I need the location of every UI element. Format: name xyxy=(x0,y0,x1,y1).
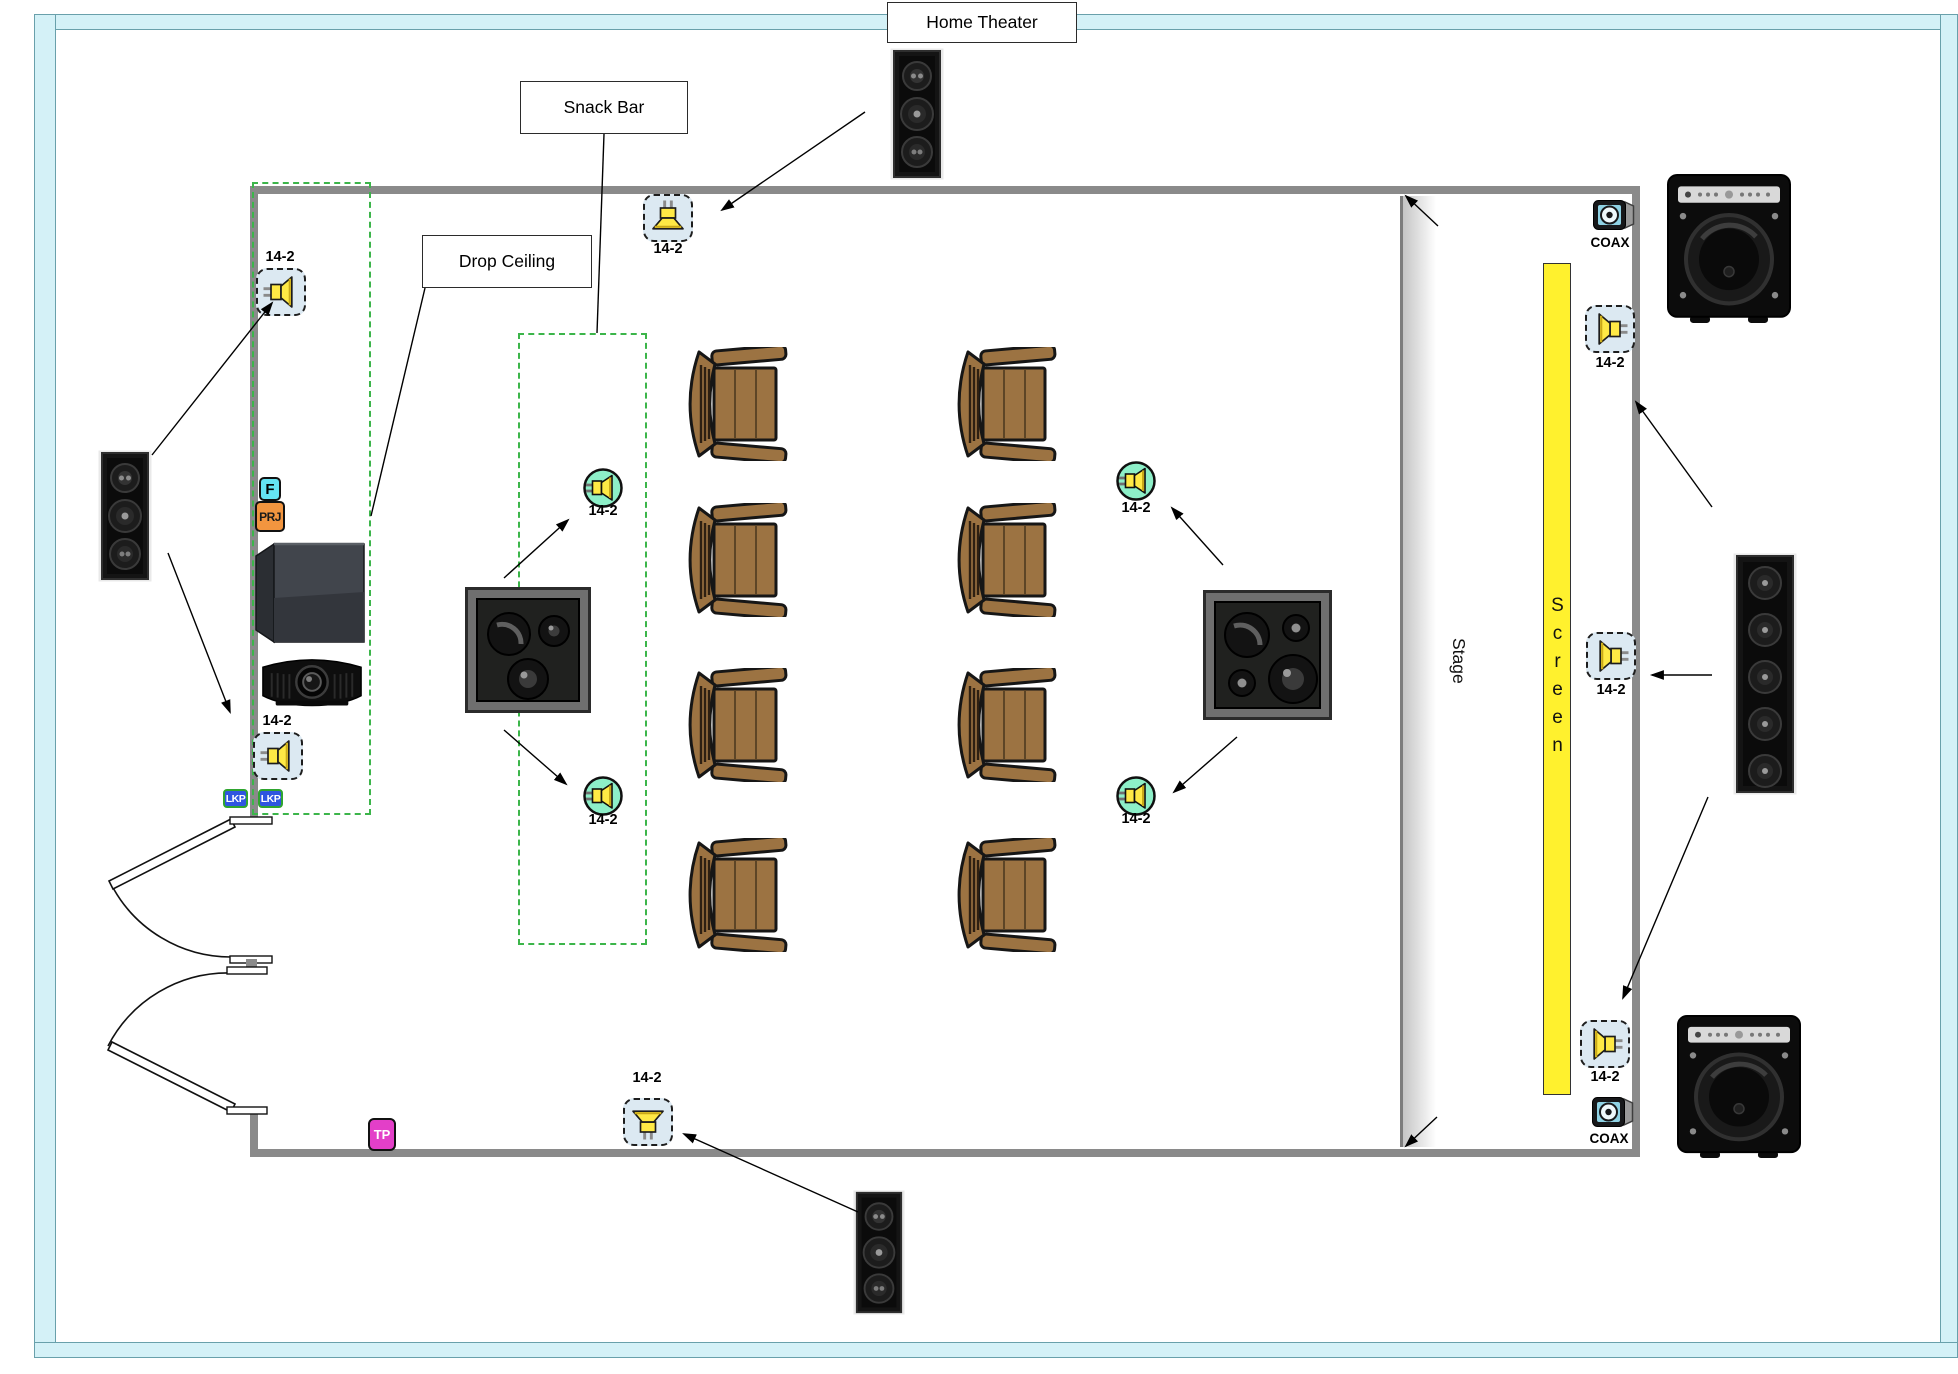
wall-speaker-icon-top[interactable] xyxy=(643,194,693,242)
coax-label: COAX xyxy=(1590,235,1630,250)
ceiling-speaker-right[interactable] xyxy=(1203,590,1332,720)
page-frame-left xyxy=(34,14,56,1358)
pointer-arrows xyxy=(151,111,1713,1213)
keypad-badge[interactable]: LKP xyxy=(223,789,248,808)
wall-top xyxy=(250,186,1640,194)
stage-front-line xyxy=(1400,196,1403,1147)
ceiling-speaker-left[interactable] xyxy=(465,587,591,713)
screen-label: Screen xyxy=(1547,595,1568,763)
wall-left-upper xyxy=(250,186,258,818)
projector[interactable] xyxy=(258,651,366,709)
page-frame-bottom xyxy=(34,1342,1958,1358)
theater-seat[interactable] xyxy=(680,503,788,617)
theater-seat[interactable] xyxy=(949,668,1057,782)
page-title[interactable]: Home Theater xyxy=(887,2,1077,43)
wire-label: 14-2 xyxy=(588,812,618,828)
wire-label: 14-2 xyxy=(632,1070,662,1086)
page-title-text: Home Theater xyxy=(926,12,1038,32)
in-wall-speaker-top[interactable] xyxy=(890,48,944,180)
in-wall-speaker-left[interactable] xyxy=(98,450,152,582)
wire-label: 14-2 xyxy=(265,249,295,265)
wall-speaker-icon-right-top[interactable] xyxy=(1585,305,1635,353)
subwoofer-top[interactable] xyxy=(1666,173,1792,325)
wire-label: 14-2 xyxy=(653,241,683,257)
in-wall-speaker-right[interactable] xyxy=(1733,553,1797,795)
theater-seat[interactable] xyxy=(680,347,788,461)
page-frame-right xyxy=(1940,14,1958,1358)
stage-label: Stage xyxy=(1449,638,1469,684)
projector-badge-text: PRJ xyxy=(259,509,281,524)
theater-seat[interactable] xyxy=(949,838,1057,952)
wall-speaker-icon-bottom[interactable] xyxy=(623,1098,673,1146)
drop-ceiling-region[interactable] xyxy=(252,182,371,815)
flat-panel-badge[interactable]: F xyxy=(259,477,281,501)
wire-label: 14-2 xyxy=(1595,355,1625,371)
coax-label: COAX xyxy=(1589,1131,1629,1146)
wall-speaker-icon-left-upper[interactable] xyxy=(256,268,306,316)
coax-connector-top[interactable] xyxy=(1592,199,1636,231)
wire-label: 14-2 xyxy=(588,503,618,519)
wire-label: 14-2 xyxy=(1121,811,1151,827)
wall-left-lower xyxy=(250,1113,258,1157)
wall-bottom xyxy=(250,1149,1640,1157)
drop-ceiling-text: Drop Ceiling xyxy=(458,251,556,271)
keypad-badge[interactable]: LKP xyxy=(258,789,283,808)
theater-seat[interactable] xyxy=(949,503,1057,617)
drop-ceiling-callout[interactable]: Drop Ceiling xyxy=(422,235,592,288)
snack-bar-callout[interactable]: Snack Bar xyxy=(520,81,688,134)
touch-panel-badge[interactable]: TP xyxy=(368,1118,396,1151)
wire-label: 14-2 xyxy=(262,713,292,729)
wire-label: 14-2 xyxy=(1596,682,1626,698)
in-wall-speaker-bottom[interactable] xyxy=(853,1190,905,1315)
double-entry-doors[interactable] xyxy=(106,816,273,1115)
keypad-badge-text: LKP xyxy=(225,792,246,805)
wall-speaker-icon-left-lower[interactable] xyxy=(253,732,303,780)
round-speaker-icon[interactable] xyxy=(1114,459,1158,503)
wire-label: 14-2 xyxy=(1590,1069,1620,1085)
equipment-box[interactable] xyxy=(252,540,366,646)
wall-right xyxy=(1632,186,1640,1157)
projector-badge[interactable]: PRJ xyxy=(255,501,285,532)
theater-seat[interactable] xyxy=(680,668,788,782)
wire-label: 14-2 xyxy=(1121,500,1151,516)
projection-screen[interactable]: Screen xyxy=(1543,263,1571,1095)
touch-panel-badge-text: TP xyxy=(373,1127,391,1142)
flat-panel-badge-text: F xyxy=(265,480,275,498)
theater-seat[interactable] xyxy=(949,347,1057,461)
theater-seat[interactable] xyxy=(680,838,788,952)
keypad-badge-text: LKP xyxy=(260,792,281,805)
stage-floor-edge xyxy=(1402,196,1436,1147)
wall-speaker-icon-right-mid[interactable] xyxy=(1586,632,1636,680)
subwoofer-bottom[interactable] xyxy=(1676,1014,1802,1160)
wall-speaker-icon-right-bottom[interactable] xyxy=(1580,1020,1630,1068)
coax-connector-bottom[interactable] xyxy=(1591,1096,1635,1128)
snack-bar-text: Snack Bar xyxy=(563,97,645,117)
